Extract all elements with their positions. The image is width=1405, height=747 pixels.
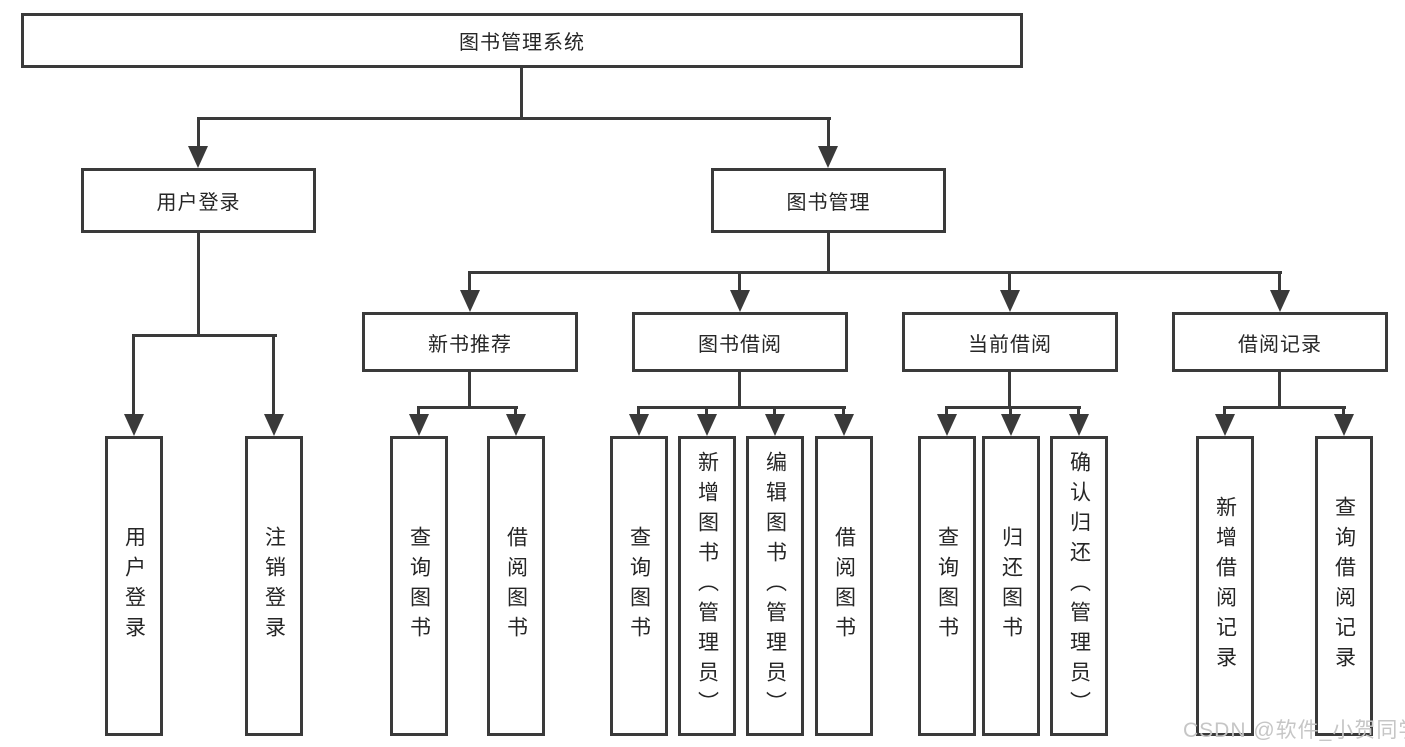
connector-line — [197, 117, 200, 146]
connector-line — [197, 117, 831, 120]
node-new-book-recommendation-label: 新书推荐 — [428, 333, 512, 356]
connector-line — [1223, 406, 1226, 416]
connector-line — [520, 68, 523, 118]
leaf-borrowing-add-books-admin-label: 新增图书（管理员） — [695, 451, 719, 721]
arrow-down-icon — [834, 414, 854, 436]
arrow-down-icon — [264, 414, 284, 436]
connector-line — [468, 372, 471, 408]
connector-line — [738, 271, 741, 290]
arrow-down-icon — [1069, 414, 1089, 436]
leaf-borrowing-borrow-books-label: 借阅图书 — [832, 526, 856, 646]
leaf-borrowing-query-books: 查询图书 — [610, 436, 668, 736]
connector-line — [132, 334, 135, 414]
leaf-current-return-books-label: 归还图书 — [999, 526, 1023, 646]
arrow-down-icon — [460, 290, 480, 312]
arrow-down-icon — [409, 414, 429, 436]
connector-line — [1008, 372, 1011, 408]
arrow-down-icon — [1000, 290, 1020, 312]
arrow-down-icon — [937, 414, 957, 436]
leaf-borrowing-add-books-admin: 新增图书（管理员） — [678, 436, 736, 736]
connector-line — [827, 117, 830, 146]
connector-line — [514, 406, 517, 416]
leaf-recommend-query-books: 查询图书 — [390, 436, 448, 736]
node-book-borrowing: 图书借阅 — [632, 312, 848, 372]
arrow-down-icon — [1270, 290, 1290, 312]
node-user-login-label: 用户登录 — [156, 192, 241, 214]
connector-line — [1278, 271, 1281, 290]
arrow-down-icon — [124, 414, 144, 436]
leaf-logout-login-label: 注销登录 — [262, 526, 286, 646]
connector-line — [1008, 271, 1011, 290]
node-borrowing-records-label: 借阅记录 — [1238, 333, 1322, 356]
connector-line — [1077, 406, 1080, 416]
leaf-borrowing-edit-books-admin: 编辑图书（管理员） — [746, 436, 804, 736]
connector-line — [637, 406, 640, 416]
leaf-recommend-borrow-books: 借阅图书 — [487, 436, 545, 736]
arrow-down-icon — [765, 414, 785, 436]
arrow-down-icon — [1215, 414, 1235, 436]
connector-line — [468, 271, 1282, 274]
connector-line — [272, 334, 275, 414]
leaf-records-query-borrow-record-label: 查询借阅记录 — [1332, 496, 1356, 676]
leaf-user-login: 用户登录 — [105, 436, 163, 736]
node-root-label: 图书管理系统 — [459, 32, 585, 54]
connector-line — [945, 406, 948, 416]
connector-line — [827, 233, 830, 273]
connector-line — [417, 406, 518, 409]
connector-line — [738, 372, 741, 408]
node-book-management-label: 图书管理 — [786, 192, 871, 214]
arrow-down-icon — [506, 414, 526, 436]
node-current-borrowing-label: 当前借阅 — [968, 333, 1052, 356]
arrow-down-icon — [730, 290, 750, 312]
leaf-logout-login: 注销登录 — [245, 436, 303, 736]
connector-line — [773, 406, 776, 416]
leaf-borrowing-edit-books-admin-label: 编辑图书（管理员） — [763, 451, 787, 721]
leaf-borrowing-query-books-label: 查询图书 — [627, 526, 651, 646]
leaf-current-return-books: 归还图书 — [982, 436, 1040, 736]
connector-line — [197, 233, 200, 336]
connector-line — [1009, 406, 1012, 416]
arrow-down-icon — [1001, 414, 1021, 436]
leaf-recommend-borrow-books-label: 借阅图书 — [504, 526, 528, 646]
node-new-book-recommendation: 新书推荐 — [362, 312, 578, 372]
leaf-current-confirm-return-admin: 确认归还（管理员） — [1050, 436, 1108, 736]
watermark: CSDN @软件_小贺同学 — [1183, 719, 1405, 742]
node-book-management: 图书管理 — [711, 168, 946, 233]
leaf-current-query-books-label: 查询图书 — [935, 526, 959, 646]
node-book-borrowing-label: 图书借阅 — [698, 333, 782, 356]
connector-line — [945, 406, 1081, 409]
leaf-borrowing-borrow-books: 借阅图书 — [815, 436, 873, 736]
connector-line — [1278, 372, 1281, 408]
node-user-login: 用户登录 — [81, 168, 316, 233]
connector-line — [132, 334, 277, 337]
node-current-borrowing: 当前借阅 — [902, 312, 1118, 372]
connector-line — [637, 406, 846, 409]
arrow-down-icon — [1334, 414, 1354, 436]
leaf-current-confirm-return-admin-label: 确认归还（管理员） — [1067, 451, 1091, 721]
leaf-records-query-borrow-record: 查询借阅记录 — [1315, 436, 1373, 736]
leaf-records-add-borrow-record: 新增借阅记录 — [1196, 436, 1254, 736]
leaf-recommend-query-books-label: 查询图书 — [407, 526, 431, 646]
connector-line — [1223, 406, 1346, 409]
connector-line — [417, 406, 420, 416]
node-borrowing-records: 借阅记录 — [1172, 312, 1388, 372]
arrow-down-icon — [188, 146, 208, 168]
leaf-user-login-label: 用户登录 — [122, 526, 146, 646]
node-root: 图书管理系统 — [21, 13, 1023, 68]
arrow-down-icon — [697, 414, 717, 436]
connector-line — [468, 271, 471, 290]
leaf-current-query-books: 查询图书 — [918, 436, 976, 736]
arrow-down-icon — [629, 414, 649, 436]
connector-line — [705, 406, 708, 416]
connector-line — [842, 406, 845, 416]
leaf-records-add-borrow-record-label: 新增借阅记录 — [1213, 496, 1237, 676]
connector-line — [1342, 406, 1345, 416]
arrow-down-icon — [818, 146, 838, 168]
